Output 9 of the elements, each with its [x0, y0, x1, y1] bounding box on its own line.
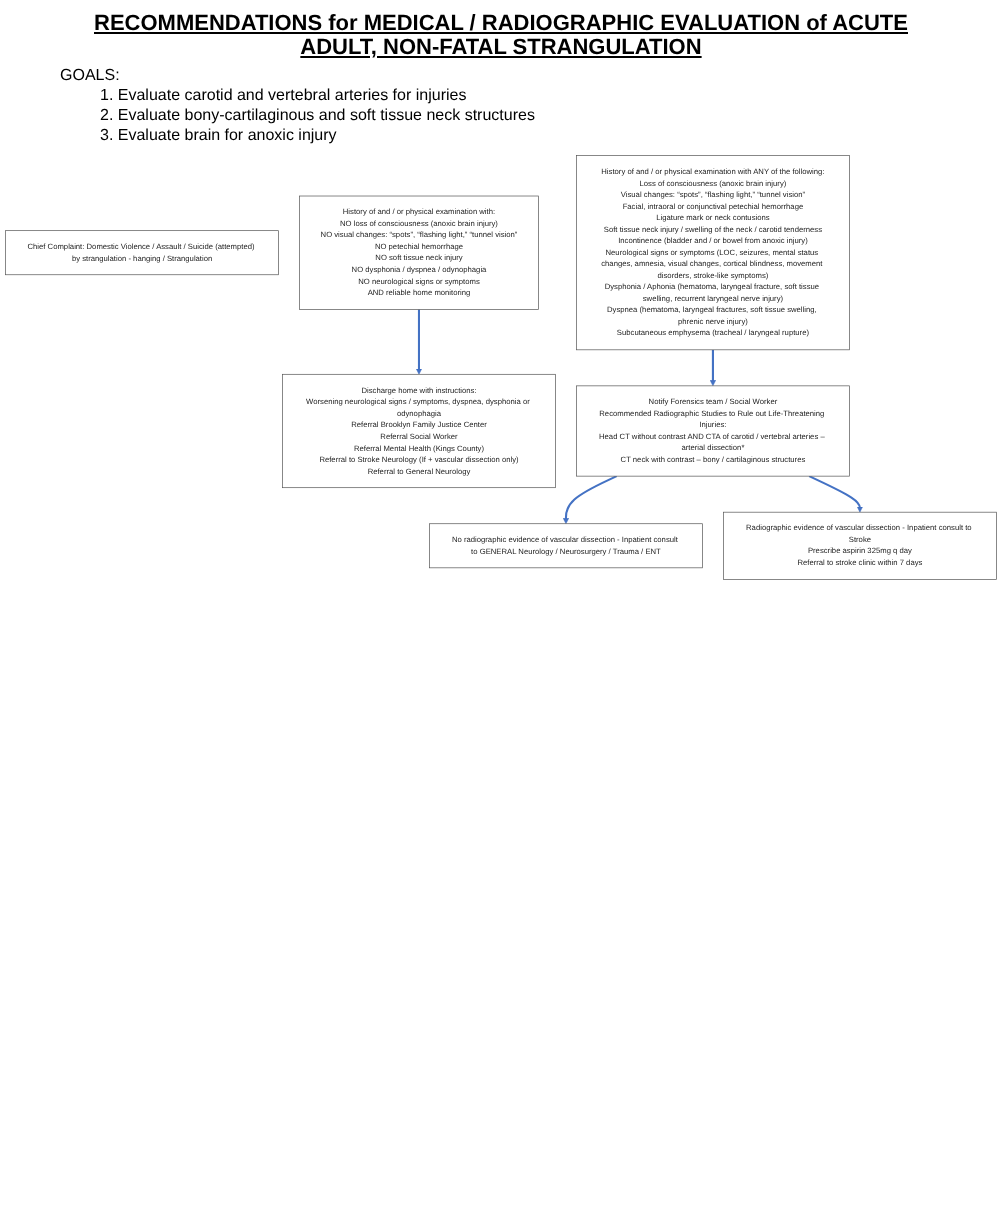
- diagram-title: RECOMMENDATIONS for MEDICAL / RADIOGRAPHIC EVALUATION of ACUTE ADULT, NON-FATAL STRANGULATION: [92, 12, 910, 60]
- goal-item: 3. Evaluate brain for anoxic injury: [100, 126, 339, 144]
- goals-heading: GOALS:: [60, 66, 122, 84]
- arrow: [709, 349, 716, 387]
- goal-item: 2. Evaluate bony-cartilaginous and soft tissue neck structures: [100, 106, 537, 124]
- arrow: [415, 309, 423, 375]
- arrow: [808, 475, 863, 513]
- arrow: [562, 475, 618, 524]
- goal-item: 1. Evaluate carotid and vertebral arteries for injuries: [100, 86, 469, 104]
